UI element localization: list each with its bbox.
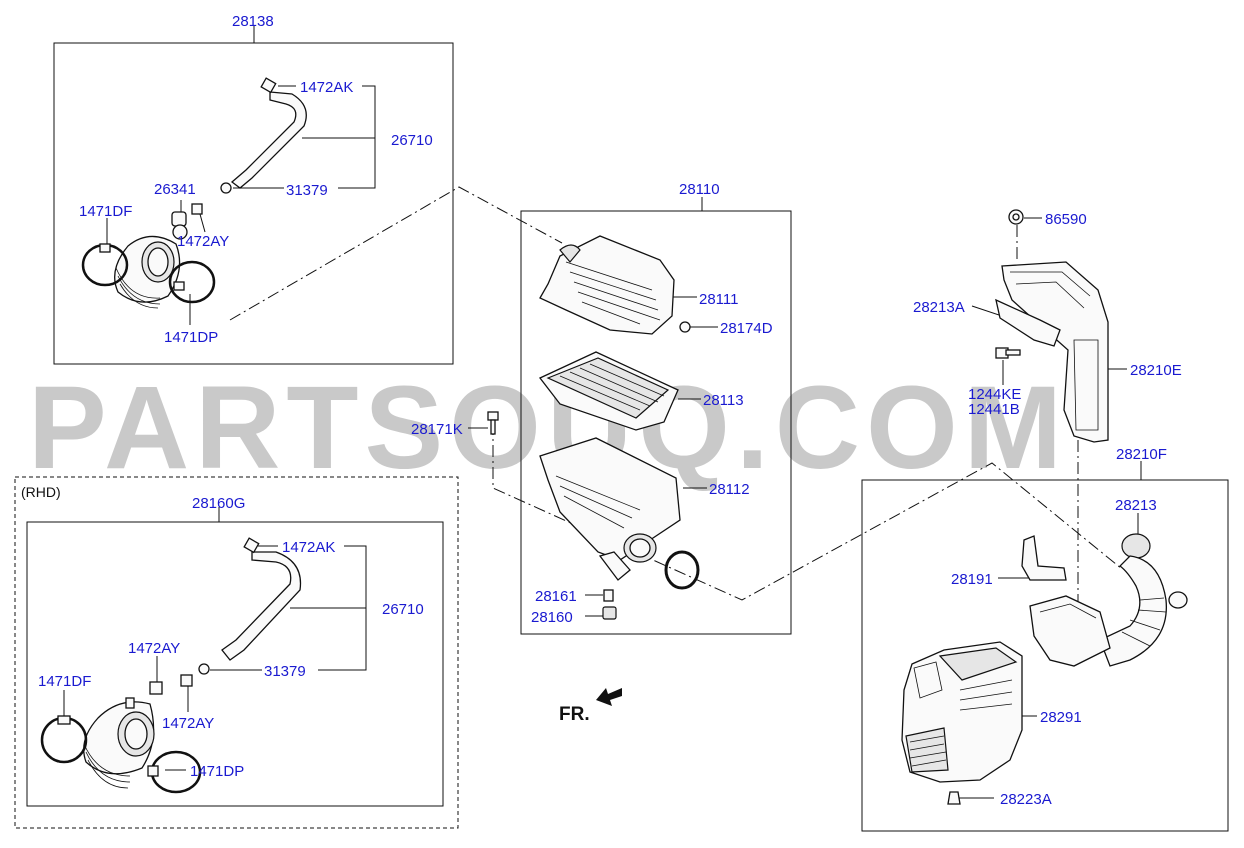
clip-1472AY-rhd2 (180, 674, 193, 687)
label-28213: 28213 (1115, 497, 1157, 514)
connector-26341 (171, 211, 187, 227)
label-1472AY-rhd1: 1472AY (128, 640, 180, 657)
clip-1472AY-top (191, 203, 203, 215)
hose-28191 (1021, 535, 1067, 581)
label-12441B: 12441B (968, 401, 1020, 418)
clip-28223A (947, 791, 961, 805)
label-26710-rhd: 26710 (382, 601, 424, 618)
resonator-28213A (995, 298, 1061, 347)
hose-26710-rhd (221, 551, 302, 661)
label-28138: 28138 (232, 13, 274, 30)
label-28113: 28113 (703, 392, 744, 409)
intake-duct-rhd (83, 697, 155, 789)
label-28223A: 28223A (1000, 791, 1052, 808)
clip-1472AY-rhd1 (149, 681, 163, 695)
label-86590: 86590 (1045, 211, 1087, 228)
label-1472AK-rhd: 1472AK (282, 539, 335, 556)
group-box-rhd (14, 476, 459, 829)
air-filter-28113 (538, 351, 679, 431)
label-28210E: 28210E (1130, 362, 1182, 379)
label-1472AY: 1472AY (177, 233, 229, 250)
label-1471DP: 1471DP (164, 329, 218, 346)
label-28110: 28110 (679, 181, 720, 198)
bolt-28171K (487, 411, 499, 435)
label-28171K: 28171K (411, 421, 463, 438)
air-cleaner-28291 (901, 641, 1023, 783)
svg-text:FR.: FR. (559, 704, 590, 725)
label-31379-rhd: 31379 (264, 663, 306, 680)
label-28160G: 28160G (192, 495, 245, 512)
label-1472AY-rhd2: 1472AY (162, 715, 214, 732)
label-1471DF-rhd: 1471DF (38, 673, 91, 690)
label-28213A: 28213A (913, 299, 965, 316)
clamp-31379-top (220, 182, 232, 194)
label-1471DP-rhd: 1471DP (190, 763, 244, 780)
clamp-1471DP-top (168, 260, 216, 304)
rhd-label: (RHD) (21, 484, 61, 500)
label-26710: 26710 (391, 132, 433, 149)
label-28191: 28191 (951, 571, 993, 588)
label-28174D: 28174D (720, 320, 773, 337)
clip-1472AK-rhd (243, 537, 260, 554)
label-31379: 31379 (286, 182, 328, 199)
air-duct-28210E (1001, 261, 1109, 443)
label-28210F: 28210F (1116, 446, 1167, 463)
intake-hose-28213 (1099, 533, 1188, 667)
group-box-28110 (520, 210, 792, 635)
label-1472AK: 1472AK (300, 79, 353, 96)
intake-duct-top (114, 235, 181, 309)
air-cleaner-cover-28111 (539, 235, 675, 335)
group-box-28160G (26, 521, 444, 807)
clip-86590 (1008, 209, 1024, 225)
bolt-1244KE (995, 347, 1021, 359)
hose-26710 (230, 91, 307, 189)
resonator-lower (1029, 595, 1111, 667)
clip-1472AK-top (260, 77, 277, 94)
label-26341: 26341 (154, 181, 196, 198)
clamp-31379-rhd (198, 663, 210, 675)
clip-28174D (679, 321, 691, 333)
label-28111: 28111 (699, 291, 739, 308)
front-direction-marker: FR. (559, 688, 622, 725)
label-1244KE: 1244KE (968, 386, 1021, 403)
part-28160 (602, 606, 617, 620)
label-28161: 28161 (535, 588, 577, 605)
part-28161 (603, 589, 614, 602)
label-28291: 28291 (1040, 709, 1082, 726)
group-box-28210F (861, 479, 1229, 832)
label-1471DF: 1471DF (79, 203, 132, 220)
air-cleaner-body-28112 (539, 437, 681, 581)
label-28160: 28160 (531, 609, 573, 626)
seal-ring (664, 550, 700, 590)
label-28112: 28112 (709, 481, 750, 498)
